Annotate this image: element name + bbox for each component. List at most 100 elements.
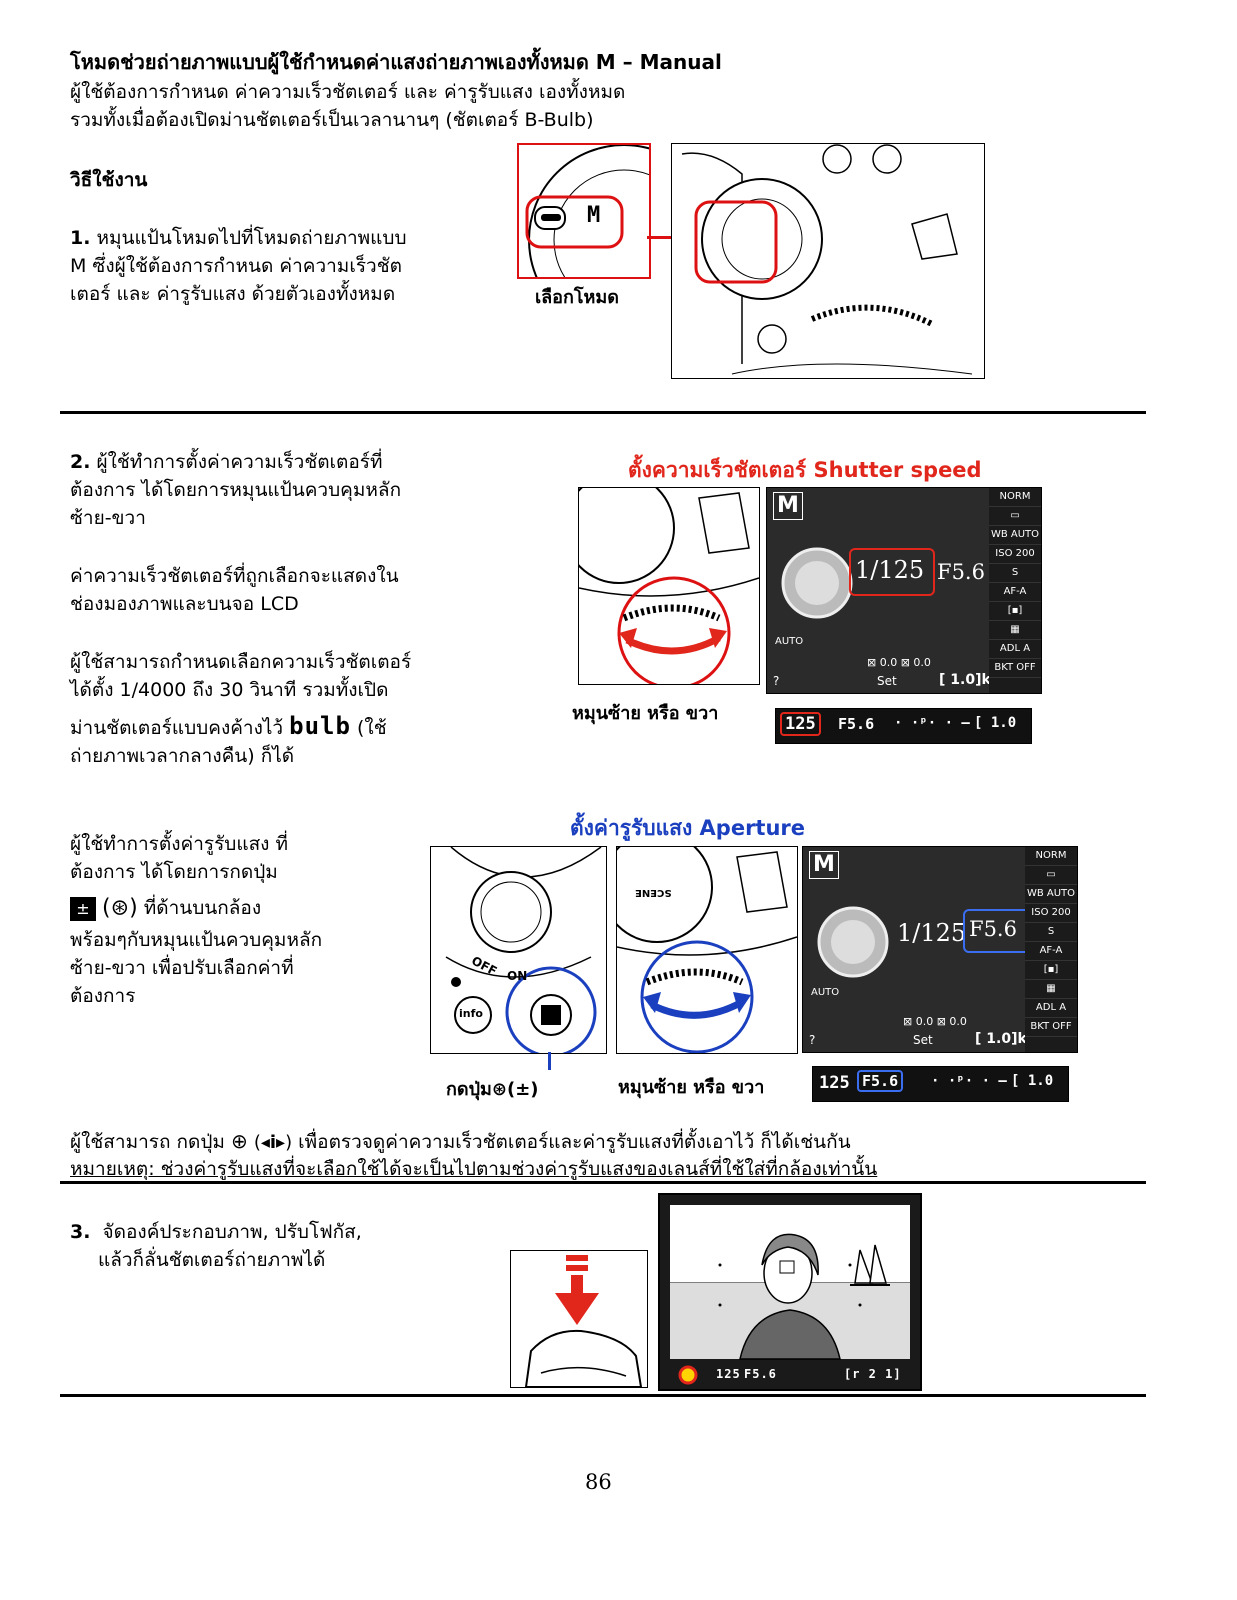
scene-label: SCENE bbox=[635, 887, 672, 898]
lcd-help: ? bbox=[773, 674, 780, 688]
lcd2-comp: ⊠ 0.0 ⊠ 0.0 bbox=[903, 1015, 967, 1028]
step2-lcd-line-1: ค่าความเร็วชัตเตอร์ที่ถูกเลือกจะแสดงใน bbox=[70, 565, 399, 587]
side2-af: S bbox=[1025, 923, 1077, 942]
lcd-shutter: M 1/125 F5.6 AUTO ⊠ 0.0 ⊠ 0.0 ? Set [ 1.… bbox=[766, 487, 1042, 694]
step3-text-1: จัดองค์ประกอบภาพ, ปรับโฟกัส, bbox=[102, 1221, 362, 1243]
vf-aperture: F5.6 bbox=[744, 1367, 777, 1381]
callout-connector bbox=[647, 236, 692, 239]
lcd-aperture-value: F5.6 bbox=[937, 560, 985, 584]
lcd-count: [ 1.0]k bbox=[939, 672, 991, 688]
side-adl: ADL A bbox=[989, 640, 1041, 659]
step2-text-1: ผู้ใช้ทำการตั้งค่าความเร็วชัตเตอร์ที่ bbox=[96, 451, 383, 473]
camera-top-drawing bbox=[681, 144, 973, 375]
strip2-aperture: F5.6 bbox=[857, 1070, 904, 1092]
command-dial-drawing-2 bbox=[617, 847, 797, 1053]
strip2-count: [ 1.0 bbox=[1011, 1073, 1054, 1089]
step3-number: 3. bbox=[70, 1221, 91, 1243]
step2-line-2: ต้องการ ได้โดยการหมุนแป้นควบคุมหลัก bbox=[70, 479, 402, 501]
step1-line-2: M ซึ่งผู้ใช้ต้องการกำหนด ค่าความเร็วชัต bbox=[70, 255, 402, 277]
lcd2-auto: AUTO bbox=[811, 987, 840, 998]
lcd2-help: ? bbox=[809, 1033, 816, 1047]
step2-bulb-line: ม่านชัตเตอร์แบบคงค้างไว้ bulb (ใช้ bbox=[70, 712, 387, 742]
side-afa: AF-A bbox=[989, 583, 1041, 602]
page-number: 86 bbox=[585, 1470, 612, 1494]
press-caption: กดปุ่ม⊛(±) bbox=[446, 1074, 539, 1103]
strip1-shutter: 125 bbox=[780, 712, 821, 736]
viewfinder-strip-2: 125 F5.6 · ·ᵖ· · – [ 1.0 bbox=[812, 1066, 1069, 1102]
zoom-in-icon: ⊕ bbox=[231, 1129, 248, 1153]
lcd2-aperture-value: F5.6 bbox=[969, 917, 1017, 941]
rotate-caption-1: หมุนซ้าย หรือ ขวา bbox=[572, 703, 719, 724]
lcd2-count: [ 1.0]k bbox=[975, 1031, 1027, 1047]
lcd-side-panel: NORM ▭ WB AUTO ISO 200 S AF-A [▪] ▦ ADL … bbox=[989, 488, 1041, 693]
vf-count: [r 2 1] bbox=[844, 1367, 902, 1381]
side2-size: ▭ bbox=[1025, 866, 1077, 885]
side2-quality: NORM bbox=[1025, 847, 1077, 866]
lcd2-mode: M bbox=[809, 851, 839, 879]
shutter-button-area: info OFF ON bbox=[430, 846, 607, 1054]
viewfinder-scene-drawing bbox=[660, 1195, 920, 1389]
side2-iso: ISO 200 bbox=[1025, 904, 1077, 923]
bulb-pre: ม่านชัตเตอร์แบบคงค้างไว้ bbox=[70, 717, 284, 739]
page-title: โหมดช่วยถ่ายภาพแบบผู้ใช้กำหนดค่าแสงถ่ายภ… bbox=[70, 50, 722, 74]
dial-mode-letter: M bbox=[587, 203, 602, 228]
lcd2-set: Set bbox=[913, 1033, 933, 1047]
vf-shutter: 125 bbox=[716, 1367, 741, 1381]
section-divider-1 bbox=[60, 411, 1146, 414]
shutter-heading: ตั้งความเร็วชัตเตอร์ Shutter speed bbox=[628, 458, 982, 482]
step2-bulb-line-2: ถ่ายภาพเวลากลางคืน) ก็ได้ bbox=[70, 745, 295, 767]
side2-area: [▪] bbox=[1025, 961, 1077, 980]
on-label: ON bbox=[507, 969, 528, 983]
strip2-meter: · ·ᵖ· · – bbox=[931, 1073, 1007, 1089]
press-shutter-illustration bbox=[510, 1250, 648, 1388]
intro-line-2: รวมทั้งเมื่อต้องเปิดม่านชัตเตอร์เป็นเวลา… bbox=[70, 109, 594, 131]
side2-wb: WB AUTO bbox=[1025, 885, 1077, 904]
aperture-icon: (⊛) bbox=[102, 895, 138, 921]
step2-line-3: ซ้าย-ขวา bbox=[70, 507, 146, 529]
bulb-post: (ใช้ bbox=[357, 717, 387, 739]
side-wb: WB AUTO bbox=[989, 526, 1041, 545]
side-meter: ▦ bbox=[989, 621, 1041, 640]
aperture-small-icon: ⊛(±) bbox=[491, 1079, 539, 1100]
intro-line-1: ผู้ใช้ต้องการกำหนด ค่าความเร็วชัตเตอร์ แ… bbox=[70, 81, 626, 103]
aperture-btn-text: ที่ด้านบนกล้อง bbox=[143, 897, 262, 919]
step1-number: 1. bbox=[70, 227, 91, 249]
side2-meter: ▦ bbox=[1025, 980, 1077, 999]
side-bkt: BKT OFF bbox=[989, 659, 1041, 678]
viewfinder-strip-1: 125 F5.6 · ·ᵖ· · – [ 1.0 bbox=[775, 708, 1032, 744]
mode-dial-zoom-drawing bbox=[525, 145, 649, 277]
command-dial-view bbox=[578, 487, 760, 685]
viewfinder-scene: 125 F5.6 [r 2 1] bbox=[658, 1193, 922, 1391]
lcd-auto: AUTO bbox=[775, 636, 804, 647]
side-size: ▭ bbox=[989, 507, 1041, 526]
step2-range-line-1: ผู้ใช้สามารถกำหนดเลือกความเร็วชัตเตอร์ bbox=[70, 651, 412, 673]
aperture-note: หมายเหตุ: ช่วงค่ารูรับแสงที่จะเลือกใช้ได… bbox=[70, 1158, 878, 1180]
press-shutter-drawing bbox=[524, 1255, 643, 1387]
command-dial-view-2: SCENE bbox=[616, 846, 798, 1054]
section-divider-2 bbox=[60, 1181, 1146, 1184]
playback-zoom-icon: (◂i▸) bbox=[253, 1132, 293, 1153]
aperture-heading: ตั้งค่ารูรับแสง Aperture bbox=[570, 816, 806, 840]
aperture-line-2: ต้องการ ได้โดยการกดปุ่ม bbox=[70, 861, 278, 883]
rotate-caption-2: หมุนซ้าย หรือ ขวา bbox=[618, 1077, 765, 1098]
side-quality: NORM bbox=[989, 488, 1041, 507]
press-caption-text: กดปุ่ม bbox=[446, 1079, 492, 1100]
lcd-shutter-value: 1/125 bbox=[855, 556, 925, 584]
side2-adl: ADL A bbox=[1025, 999, 1077, 1018]
check-post: เพื่อตรวจดูค่าความเร็วชัตเตอร์และค่ารูรั… bbox=[298, 1131, 851, 1153]
strip2-shutter: 125 bbox=[819, 1073, 850, 1093]
aperture-btn-line: ± (⊛) ที่ด้านบนกล้อง bbox=[70, 894, 261, 923]
step2-line-1: 2. ผู้ใช้ทำการตั้งค่าความเร็วชัตเตอร์ที่ bbox=[70, 448, 383, 476]
step2-lcd-line-2: ช่องมองภาพและบนจอ LCD bbox=[70, 593, 299, 615]
lcd-comp: ⊠ 0.0 ⊠ 0.0 bbox=[867, 656, 931, 669]
step1-line-1: 1. หมุนแป้นโหมดไปที่โหมดถ่ายภาพแบบ bbox=[70, 224, 407, 252]
side-af: S bbox=[989, 564, 1041, 583]
step2-number: 2. bbox=[70, 451, 91, 473]
check-line: ผู้ใช้สามารถ กดปุ่ม ⊕ (◂i▸) เพื่อตรวจดูค… bbox=[70, 1127, 851, 1157]
exposure-comp-icon: ± bbox=[70, 896, 96, 921]
select-mode-caption: เลือกโหมด bbox=[535, 287, 619, 308]
step1-line-3: เตอร์ และ ค่ารูรับแสง ด้วยตัวเองทั้งหมด bbox=[70, 283, 396, 305]
aperture-line-3: พร้อมๆกับหมุนแป้นควบคุมหลัก bbox=[70, 929, 323, 951]
step2-range-line-2: ได้ตั้ง 1/4000 ถึง 30 วินาที รวมทั้งเปิด bbox=[70, 679, 389, 701]
lcd-aperture: M 1/125 F5.6 AUTO ⊠ 0.0 ⊠ 0.0 ? Set [ 1.… bbox=[802, 846, 1078, 1053]
